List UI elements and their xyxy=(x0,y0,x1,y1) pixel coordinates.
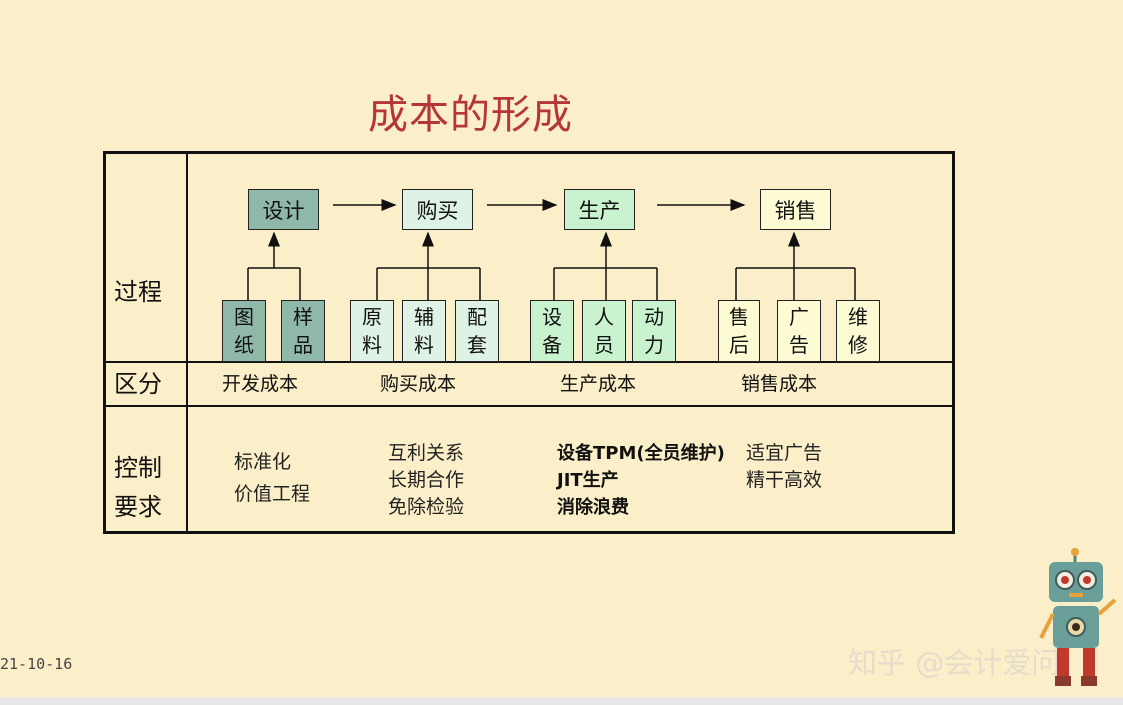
sub-item-char: 员 xyxy=(594,333,614,357)
cost-type-development: 开发成本 xyxy=(222,373,299,395)
bottom-bar xyxy=(0,697,1123,705)
sub-item-char: 料 xyxy=(414,333,434,357)
slide-date: 21-10-16 xyxy=(0,655,73,673)
row-label-control-2: 要求 xyxy=(114,493,162,521)
sub-item-after-sales: 售 后 xyxy=(718,300,760,362)
control-item: 消除浪费 xyxy=(557,497,629,518)
sub-item-personnel: 人 员 xyxy=(582,300,626,362)
sub-item-char: 后 xyxy=(729,333,749,357)
cost-type-production: 生产成本 xyxy=(560,373,637,395)
sub-item-samples: 样 品 xyxy=(281,300,325,362)
sub-item-char: 料 xyxy=(362,333,382,357)
step-sales: 销售 xyxy=(760,189,831,230)
sub-item-char: 设 xyxy=(542,305,562,329)
sub-item-char: 辅 xyxy=(414,305,434,329)
sub-item-advertising: 广 告 xyxy=(777,300,821,362)
control-item: JIT生产 xyxy=(557,470,619,491)
sub-item-char: 维 xyxy=(848,305,868,329)
step-production: 生产 xyxy=(564,189,635,230)
row-label-category: 区分 xyxy=(114,370,162,398)
sub-item-equipment: 设 备 xyxy=(530,300,574,362)
row-divider-process xyxy=(104,361,955,363)
sub-item-char: 售 xyxy=(729,305,749,329)
sub-item-maintenance: 维 修 xyxy=(836,300,880,362)
label-column-divider xyxy=(186,152,188,534)
step-design: 设计 xyxy=(248,189,319,230)
control-item: 长期合作 xyxy=(388,469,465,491)
sub-item-raw-materials: 原 料 xyxy=(350,300,394,362)
control-item: 设备TPM(全员维护) xyxy=(557,443,725,464)
sub-item-char: 力 xyxy=(644,333,664,357)
sub-item-char: 纸 xyxy=(234,333,254,357)
control-item: 互利关系 xyxy=(388,442,465,464)
control-item: 精干高效 xyxy=(746,469,823,491)
page-title: 成本的形成 xyxy=(368,92,573,138)
sub-item-auxiliary-materials: 辅 料 xyxy=(402,300,446,362)
row-divider-category xyxy=(104,405,955,407)
control-item: 适宜广告 xyxy=(746,442,823,464)
step-purchase: 购买 xyxy=(402,189,473,230)
sub-item-char: 套 xyxy=(467,333,487,357)
cost-type-purchase: 购买成本 xyxy=(380,373,457,395)
control-item: 标准化 xyxy=(234,451,292,473)
cost-type-sales: 销售成本 xyxy=(741,373,818,395)
sub-item-accessories: 配 套 xyxy=(455,300,499,362)
sub-item-char: 样 xyxy=(293,305,313,329)
robot-mascot-icon xyxy=(1039,548,1117,686)
control-item: 免除检验 xyxy=(388,496,465,518)
row-label-process: 过程 xyxy=(114,278,162,306)
sub-item-char: 人 xyxy=(594,305,614,329)
sub-item-char: 备 xyxy=(542,333,562,357)
sub-item-char: 告 xyxy=(789,333,809,357)
sub-item-char: 动 xyxy=(644,305,664,329)
sub-item-char: 原 xyxy=(362,305,382,329)
watermark: 知乎 @会计爱问 xyxy=(848,646,1061,680)
sub-item-char: 修 xyxy=(848,333,868,357)
sub-item-char: 配 xyxy=(467,305,487,329)
row-label-control-1: 控制 xyxy=(114,454,162,482)
control-item: 价值工程 xyxy=(234,483,311,505)
table-frame xyxy=(103,151,955,534)
sub-item-char: 广 xyxy=(789,305,809,329)
sub-item-power: 动 力 xyxy=(632,300,676,362)
sub-item-char: 品 xyxy=(293,333,313,357)
sub-item-drawings: 图 纸 xyxy=(222,300,266,362)
sub-item-char: 图 xyxy=(234,305,254,329)
